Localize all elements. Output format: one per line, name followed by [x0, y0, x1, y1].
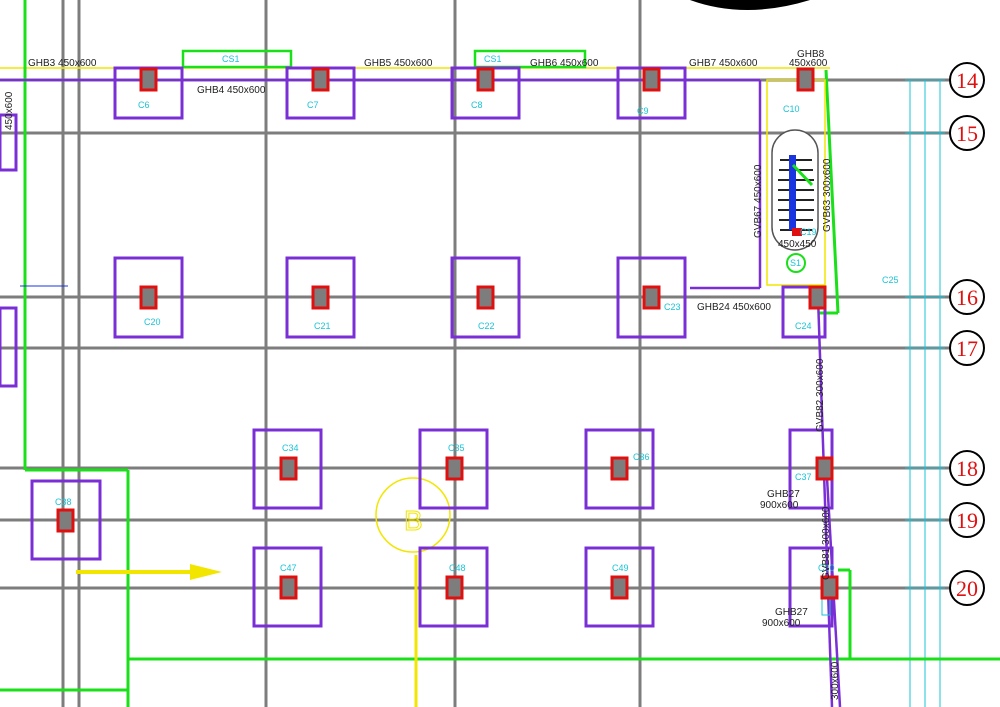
- label-c38: C38: [55, 497, 72, 507]
- label-cs1-a: CS1: [222, 54, 240, 64]
- label-c50: C50: [818, 563, 835, 573]
- beam-label-ghb3: GHB3 450x600: [28, 58, 97, 69]
- beam-label-ghb8-a: GHB8: [797, 49, 825, 60]
- grid-vertical: [61, 0, 642, 707]
- beam-label-gvb63: GVB63 300x600: [822, 158, 833, 232]
- label-c36: C36: [633, 452, 650, 462]
- yellow-room-outline: [766, 79, 826, 286]
- cs1-box-b: [473, 49, 587, 69]
- label-s1: S1: [790, 258, 801, 268]
- label-cp-size: 450x450: [778, 239, 817, 250]
- label-c8: C8: [471, 100, 483, 110]
- beam-label-gvb67: GVB67 450x600: [753, 164, 764, 238]
- beam-label-ghb7: GHB7 450x600: [689, 58, 758, 69]
- cs1-box-a: [181, 49, 293, 69]
- label-c6: C6: [138, 100, 150, 110]
- label-c35: C35: [448, 443, 465, 453]
- label-c9: C9: [637, 106, 649, 116]
- label-c22: C22: [478, 321, 495, 331]
- label-c20: C20: [144, 317, 161, 327]
- label-c7: C7: [307, 100, 319, 110]
- top-dark-element: [690, 0, 810, 10]
- axis-label-20: 20: [956, 576, 978, 601]
- beam-label-ghb24: GHB24 450x600: [697, 302, 771, 313]
- beam-label-ghb27-b2: 900x600: [762, 618, 801, 629]
- label-c37: C37: [795, 472, 812, 482]
- columns: [56, 67, 839, 600]
- beam-label-ghb27-b1: GHB27: [775, 607, 808, 618]
- axis-label-14: 14: [956, 68, 978, 93]
- label-c19: C19: [800, 227, 817, 237]
- beam-label-left-vert: 450x600: [4, 91, 15, 130]
- beam-label-gvb82: GVB82 300x600: [815, 358, 826, 432]
- axis-label-19: 19: [956, 508, 978, 533]
- beam-label-ghb4: GHB4 450x600: [197, 85, 266, 96]
- label-c34: C34: [282, 443, 299, 453]
- beam-label-ghb27-a2: 900x600: [760, 500, 799, 511]
- label-cs1-b: CS1: [484, 54, 502, 64]
- label-c10: C10: [783, 104, 800, 114]
- axis-label-18: 18: [956, 456, 978, 481]
- axis-label-16: 16: [956, 285, 978, 310]
- lift-element: [771, 129, 819, 273]
- axis-label-15: 15: [956, 121, 978, 146]
- beam-label-ghb6: GHB6 450x600: [530, 58, 599, 69]
- label-c21: C21: [314, 321, 331, 331]
- yellow-arrow-head: [190, 564, 222, 580]
- axis-label-17: 17: [956, 336, 978, 361]
- ramp-letter-b: B: [404, 505, 423, 536]
- beam-label-gvb81: GVB81 300x600: [821, 506, 832, 580]
- label-c49: C49: [612, 563, 629, 573]
- ramp-circle-b: [375, 477, 451, 553]
- label-c48: C48: [449, 563, 466, 573]
- beam-label-ghb8-b: 450x600: [789, 58, 828, 69]
- beam-label-bottom-vert: 300x600: [830, 661, 841, 700]
- label-c24: C24: [795, 321, 812, 331]
- label-c23: C23: [664, 302, 681, 312]
- footings: [0, 66, 834, 628]
- label-c25: C25: [882, 275, 899, 285]
- label-c47: C47: [280, 563, 297, 573]
- beam-label-ghb27-a1: GHB27: [767, 489, 800, 500]
- beam-label-ghb5: GHB5 450x600: [364, 58, 433, 69]
- dimension-lines: [905, 79, 945, 707]
- axis-bubbles: [949, 62, 985, 606]
- column-c19-mark: [792, 228, 802, 236]
